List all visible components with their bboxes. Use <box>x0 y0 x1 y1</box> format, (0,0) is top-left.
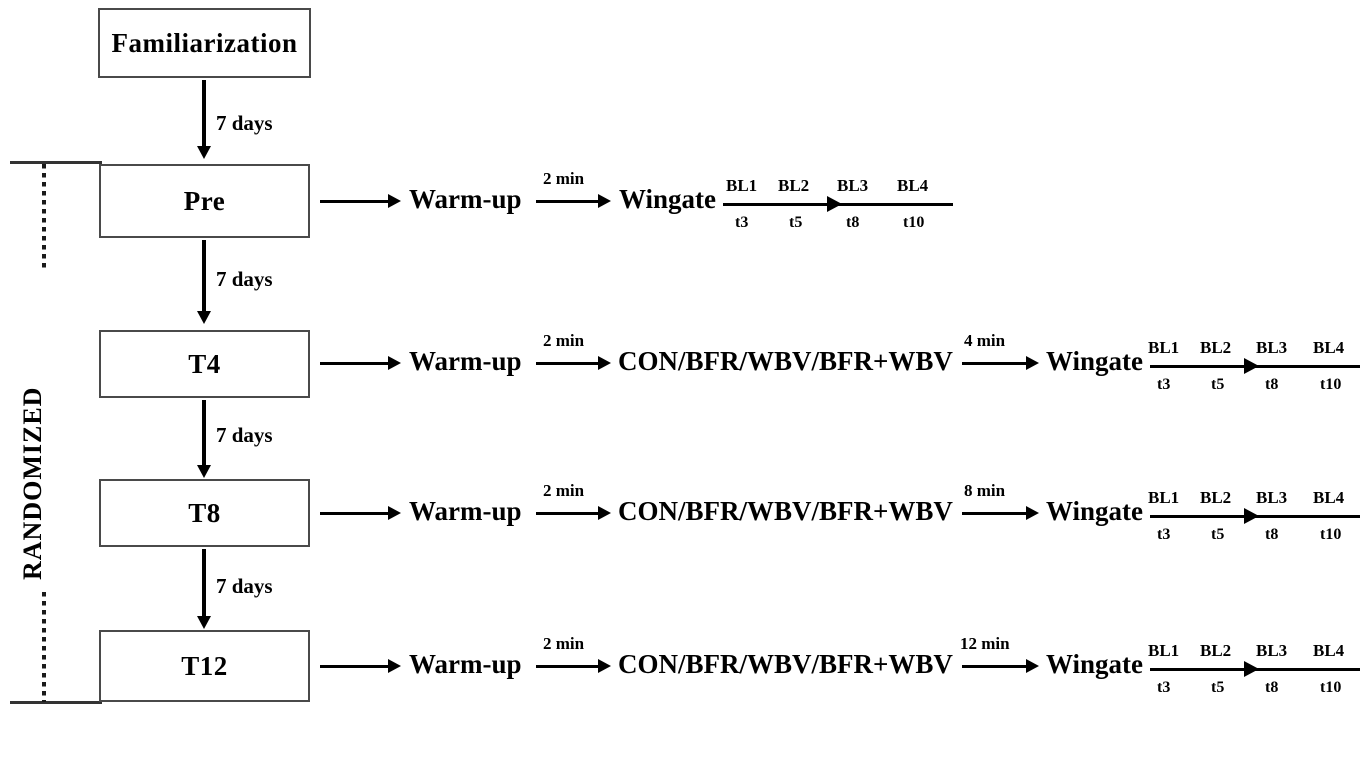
timeline-pre-bottom-tick-2: t8 <box>846 214 860 231</box>
label-t8-warmup: Warm-up <box>409 496 522 526</box>
timeline-t4-bottom-tick-3: t10 <box>1320 376 1342 393</box>
box-pre[interactable]: Pre <box>99 164 310 238</box>
label-pre-wingate: Wingate <box>619 184 717 214</box>
arrow-t4-to-t8 <box>197 400 211 480</box>
label-t8-intervention: CON/BFR/WBV/BFR+WBV <box>618 496 953 526</box>
timeline-t8-arrowhead <box>1244 508 1259 524</box>
delay-t12-warmup: 2 min <box>543 634 585 653</box>
timeline-t8-top-tick-1: BL2 <box>1200 488 1232 507</box>
timeline-t8-top-tick-2: BL3 <box>1256 488 1288 507</box>
label-t4-wingate: Wingate <box>1046 346 1144 376</box>
arrow-t4-to-warmup <box>320 356 402 370</box>
timeline-pre-bottom-tick-3: t10 <box>903 214 925 231</box>
timeline-t12-bottom-tick-1: t5 <box>1211 679 1225 696</box>
timeline-t4-bottom-tick-1: t5 <box>1211 376 1225 393</box>
arrow-pre-to-t4 <box>197 240 211 326</box>
timeline-t12-bottom-tick-3: t10 <box>1320 679 1342 696</box>
timeline-t8-bottom-tick-0: t3 <box>1157 526 1171 543</box>
delay-t8-intervention: 8 min <box>964 481 1006 500</box>
timeline-t4-bottom-tick-0: t3 <box>1157 376 1171 393</box>
timeline-t4-top-tick-1: BL2 <box>1200 338 1232 357</box>
timeline-t4-top-tick-2: BL3 <box>1256 338 1288 357</box>
arrow-t4-warmup-to-intervention <box>536 356 612 370</box>
arrow-t4-intervention-to-wingate <box>962 356 1040 370</box>
timeline-t8-bottom-tick-3: t10 <box>1320 526 1342 543</box>
randomized-bracket-top-line <box>10 161 102 164</box>
arrow-t12-to-warmup <box>320 659 402 673</box>
timeline-t12-bottom-tick-0: t3 <box>1157 679 1171 696</box>
timeline-t8-bottom-tick-2: t8 <box>1265 526 1279 543</box>
timeline-t12-top-tick-2: BL3 <box>1256 641 1288 660</box>
delay-t8-warmup: 2 min <box>543 481 585 500</box>
delay-pre-warmup: 2 min <box>543 169 585 188</box>
box-t8-label: T8 <box>188 497 221 528</box>
delay-t12-intervention: 12 min <box>960 634 1010 653</box>
timeline-t12-bottom-tick-2: t8 <box>1265 679 1279 696</box>
label-t8-wingate: Wingate <box>1046 496 1144 526</box>
timeline-pre-bottom-tick-0: t3 <box>735 214 749 231</box>
label-t12-warmup: Warm-up <box>409 649 522 679</box>
label-t4-intervention: CON/BFR/WBV/BFR+WBV <box>618 346 953 376</box>
arrow-t12-warmup-to-intervention <box>536 659 612 673</box>
timeline-pre-top-tick-3: BL4 <box>897 176 929 195</box>
interval-label-t8-t12: 7 days <box>216 574 273 598</box>
arrow-t8-intervention-to-wingate <box>962 506 1040 520</box>
box-t8[interactable]: T8 <box>99 479 310 547</box>
arrow-t8-warmup-to-intervention <box>536 506 612 520</box>
timeline-t12-arrowhead <box>1244 661 1259 677</box>
arrow-t12-intervention-to-wingate <box>962 659 1040 673</box>
randomized-bracket-dotted-upper <box>42 164 46 271</box>
label-pre-warmup: Warm-up <box>409 184 522 214</box>
label-t12-intervention: CON/BFR/WBV/BFR+WBV <box>618 649 953 679</box>
box-t12[interactable]: T12 <box>99 630 310 702</box>
timeline-pre-top-tick-0: BL1 <box>726 176 758 195</box>
randomized-bracket-dotted-lower <box>42 592 46 702</box>
arrow-familiarization-to-pre <box>197 80 211 160</box>
timeline-t4-top-tick-3: BL4 <box>1313 338 1345 357</box>
timeline-t12-top-tick-1: BL2 <box>1200 641 1232 660</box>
timeline-pre-top-tick-2: BL3 <box>837 176 869 195</box>
timeline-pre-arrowhead <box>827 196 842 212</box>
box-t12-label: T12 <box>181 650 228 681</box>
box-t4-label: T4 <box>188 348 221 379</box>
arrow-t8-to-warmup <box>320 506 402 520</box>
timeline-t12-top-tick-3: BL4 <box>1313 641 1345 660</box>
box-familiarization[interactable]: Familiarization <box>98 8 311 78</box>
timeline-t8-top-tick-3: BL4 <box>1313 488 1345 507</box>
arrow-pre-to-warmup <box>320 194 402 208</box>
randomized-label: RANDOMIZED <box>18 386 47 580</box>
interval-label-pre-t4: 7 days <box>216 267 273 291</box>
arrow-pre-warmup-to-wingate <box>536 194 612 208</box>
delay-t4-warmup: 2 min <box>543 331 585 350</box>
timeline-t4-arrowhead <box>1244 358 1259 374</box>
timeline-t4-bottom-tick-2: t8 <box>1265 376 1279 393</box>
label-t12-wingate: Wingate <box>1046 649 1144 679</box>
box-t4[interactable]: T4 <box>99 330 310 398</box>
box-pre-label: Pre <box>183 185 226 216</box>
interval-label-familiarization-pre: 7 days <box>216 111 273 135</box>
timeline-t12-top-tick-0: BL1 <box>1148 641 1180 660</box>
timeline-t8-bottom-tick-1: t5 <box>1211 526 1225 543</box>
delay-t4-intervention: 4 min <box>964 331 1006 350</box>
timeline-pre-top-tick-1: BL2 <box>778 176 810 195</box>
box-familiarization-label: Familiarization <box>111 27 298 58</box>
randomized-bracket-bottom-line <box>10 701 102 704</box>
interval-label-t4-t8: 7 days <box>216 423 273 447</box>
timeline-pre-bottom-tick-1: t5 <box>789 214 803 231</box>
timeline-t8-top-tick-0: BL1 <box>1148 488 1180 507</box>
timeline-t4-top-tick-0: BL1 <box>1148 338 1180 357</box>
arrow-t8-to-t12 <box>197 549 211 631</box>
label-t4-warmup: Warm-up <box>409 346 522 376</box>
